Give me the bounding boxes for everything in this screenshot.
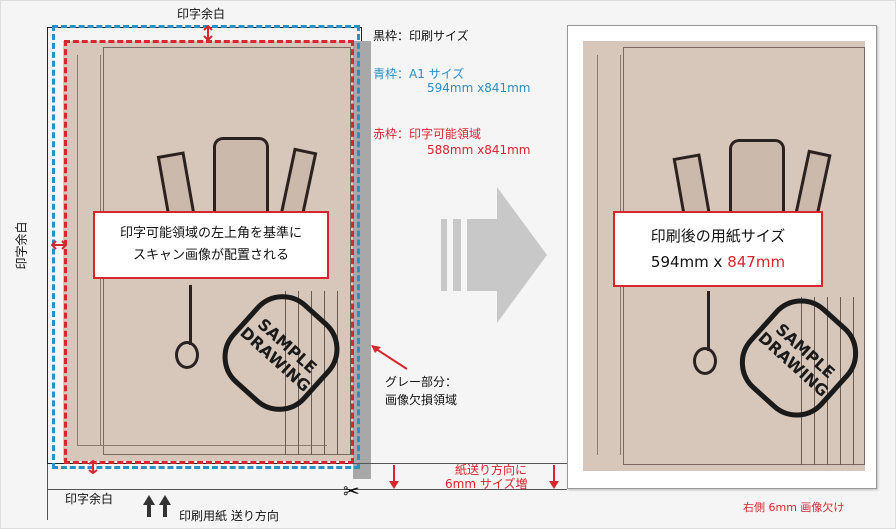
title-block	[285, 291, 352, 455]
blue-frame-title: 青枠：A1 サイズ	[373, 67, 465, 81]
top-margin-arrow	[203, 25, 213, 41]
bottom-leader-line-3	[351, 489, 567, 490]
right-title-block	[801, 297, 866, 465]
bottom-leader-line-2	[351, 463, 567, 464]
left-callout-box: 印字可能領域の左上角を基準に スキャン画像が配置される	[93, 211, 329, 279]
black-frame-label: 黒枠：印刷サイズ	[373, 29, 469, 43]
gray-area-title: グレー部分：	[385, 375, 458, 389]
right-missing-label: 右側 6mm 画像欠け	[743, 501, 845, 514]
left-margin-label: 印字余白	[14, 221, 29, 270]
transform-arrow-icon	[441, 187, 547, 323]
feed-direction-arrows	[143, 495, 171, 517]
feed-increase-arrow-left	[389, 465, 399, 489]
red-frame-title: 赤枠：印字可能領域	[373, 127, 482, 141]
bottom-leader-line	[47, 489, 377, 490]
scissors-icon: ✂	[343, 479, 360, 503]
left-callout-line2: スキャン画像が配置される	[132, 248, 289, 263]
right-callout-box: 印刷後の用紙サイズ 594mm x 847mm	[613, 211, 823, 287]
part-hook	[175, 341, 199, 369]
part-stem	[189, 285, 192, 345]
left-margin-arrow	[51, 240, 67, 250]
left-edge-line	[47, 464, 48, 520]
bottom-margin-arrow	[88, 460, 98, 474]
gray-area-desc: 画像欠損領域	[385, 393, 458, 407]
right-callout-line2: 594mm x 847mm	[651, 249, 785, 275]
feed-increase-arrow-right	[549, 465, 559, 489]
right-callout-highlight: 847mm	[727, 253, 786, 271]
red-frame-size: 588mm x841mm	[427, 143, 531, 157]
left-callout-line1: 印字可能領域の左上角を基準に	[119, 226, 302, 241]
paper-feed-line2: 6mm サイズ増	[445, 477, 528, 491]
drawing-bottom-bar	[77, 445, 327, 456]
paper-feed-line1: 紙送り方向に	[455, 463, 528, 477]
top-margin-label: 印字余白	[177, 7, 226, 21]
blue-frame-size: 594mm x841mm	[427, 81, 531, 95]
right-part-stem	[707, 291, 710, 351]
gray-pointer-arrow	[371, 345, 408, 370]
red-printable-frame	[64, 40, 354, 464]
right-callout-prefix: 594mm x	[650, 253, 728, 271]
right-callout-line1: 印刷後の用紙サイズ	[650, 227, 786, 245]
right-part-hook	[693, 347, 717, 375]
feed-direction-label: 印刷用紙 送り方向	[179, 509, 279, 523]
bottom-margin-label: 印字余白	[65, 492, 114, 506]
